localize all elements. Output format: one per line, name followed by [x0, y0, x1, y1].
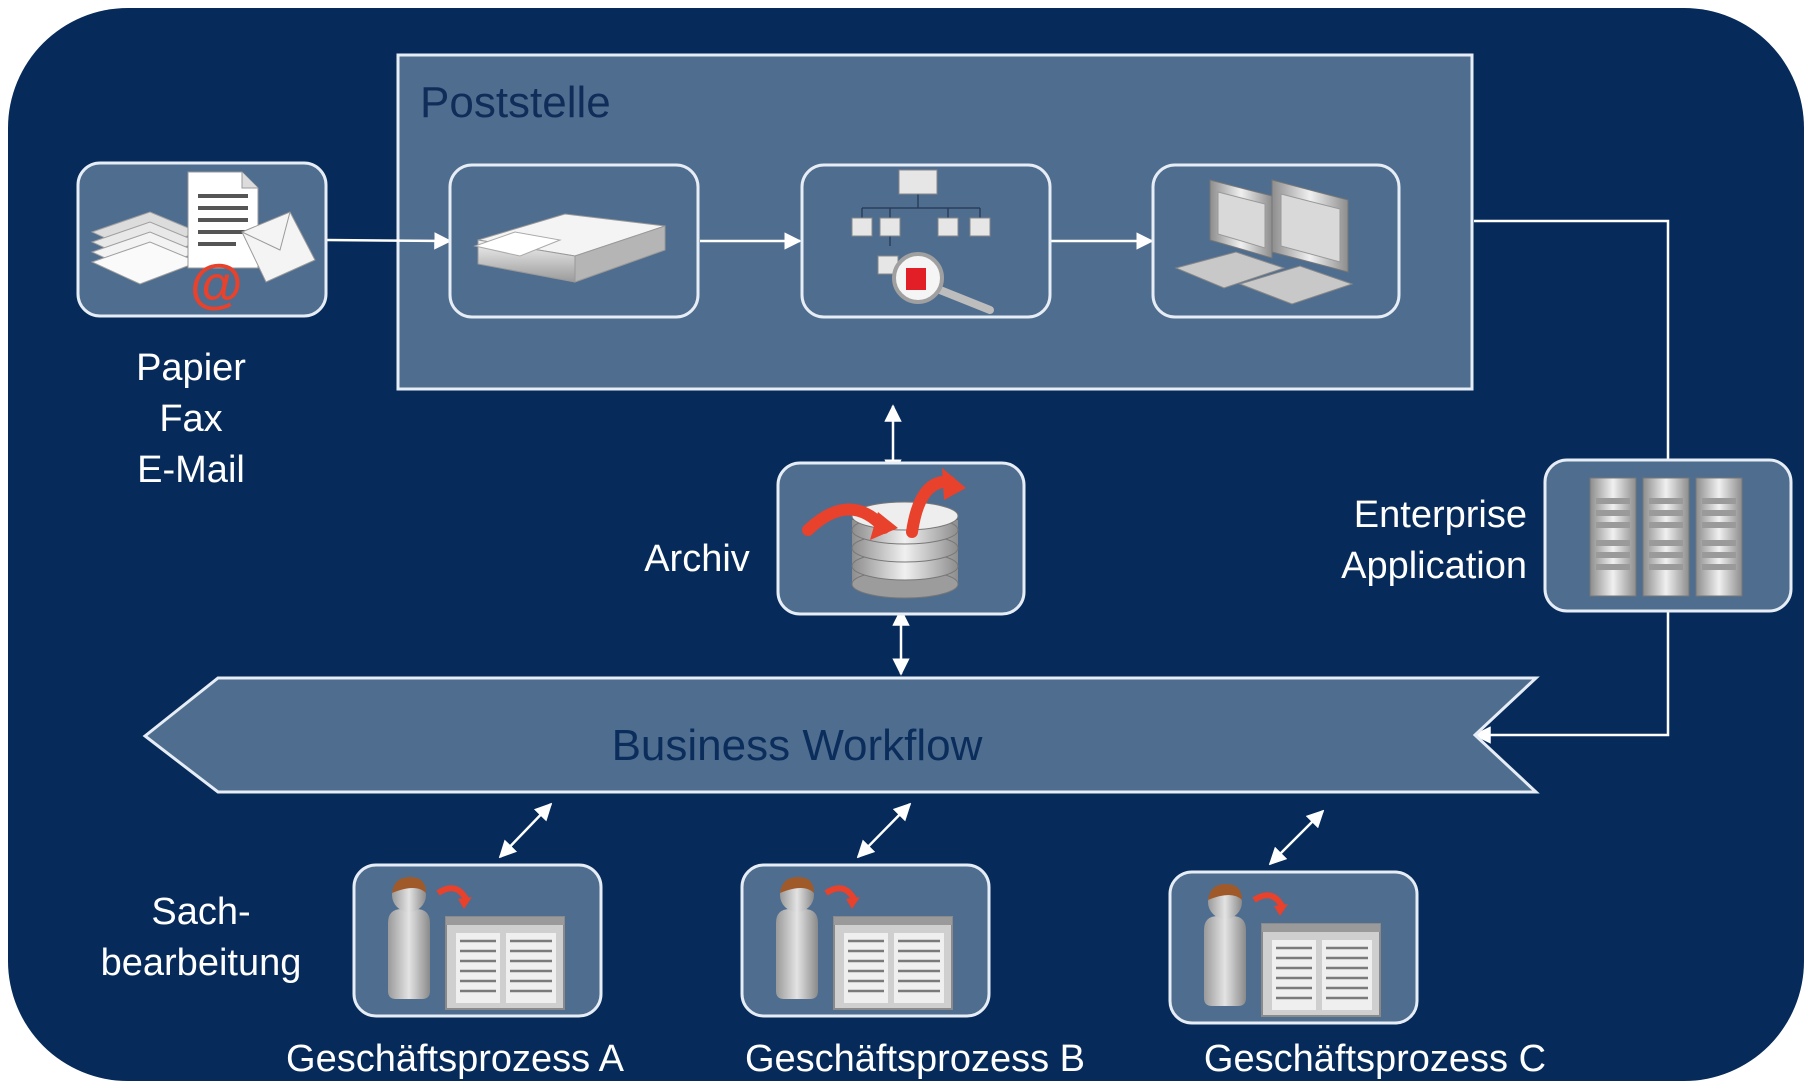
database-archive-icon [802, 468, 966, 599]
arrow-workflow-process-a [498, 802, 553, 859]
connectors [325, 219, 1677, 866]
classification-tree-icon [851, 169, 994, 314]
workflow-banner: Business Workflow [142, 676, 1540, 794]
input-label-email: E-Mail [137, 449, 245, 491]
enterprise-label-line1: Enterprise [1354, 494, 1527, 536]
enterprise-box [1543, 458, 1793, 613]
input-label-papier: Papier [136, 347, 246, 389]
clerk-form-icon [388, 877, 565, 1010]
mail-stack-icon: @ [90, 171, 316, 314]
clerk-form-icon [1204, 884, 1381, 1017]
archive-label: Archiv [644, 538, 750, 580]
process-label-c: Geschäftsprozess C [1204, 1038, 1546, 1080]
sachbearbeitung-line1: Sach- [151, 891, 250, 933]
classification-step [800, 163, 1052, 319]
enterprise-label-line2: Application [1341, 545, 1527, 587]
archive-box [776, 461, 1026, 616]
arrow-inputs-to-scanner [325, 232, 452, 250]
arrow-poststelle-to-enterprise [1474, 219, 1677, 480]
arrow-enterprise-to-workflow [1473, 598, 1670, 744]
input-label-fax: Fax [159, 398, 222, 440]
process-box-c [1168, 870, 1419, 1025]
server-rack-icon [1589, 477, 1743, 597]
svg-text:@: @ [190, 254, 243, 314]
inputs-label: Papier Fax E-Mail [136, 347, 246, 491]
process-labels: Geschäftsprozess A Geschäftsprozess B Ge… [286, 1038, 1546, 1080]
workstation-step [1151, 163, 1401, 319]
process-label-a: Geschäftsprozess A [286, 1038, 625, 1080]
poststelle-title: Poststelle [420, 78, 611, 127]
scanner-step [448, 163, 700, 319]
scanner-icon [473, 213, 666, 283]
workstation-monitors-icon [1174, 179, 1354, 305]
workflow-label: Business Workflow [612, 721, 983, 770]
sachbearbeitung-line2: bearbeitung [101, 942, 302, 984]
arrow-workflow-process-c [1268, 809, 1325, 866]
process-box-a [352, 863, 603, 1018]
inputs-box: @ [76, 161, 328, 318]
arrow-workflow-process-b [856, 802, 912, 859]
process-box-b [740, 863, 991, 1018]
enterprise-label: Enterprise Application [1341, 494, 1527, 587]
sachbearbeitung-label: Sach- bearbeitung [101, 891, 302, 984]
process-label-b: Geschäftsprozess B [745, 1038, 1085, 1080]
clerk-form-icon [776, 877, 953, 1010]
